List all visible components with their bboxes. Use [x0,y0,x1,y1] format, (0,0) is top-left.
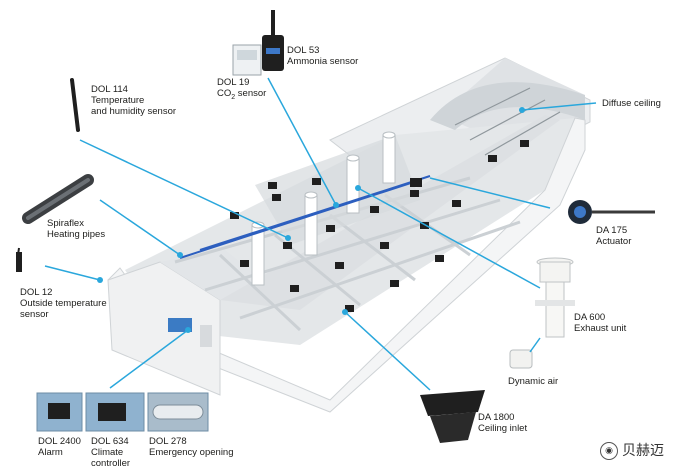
label-dol19-subscript: 2 [231,93,236,101]
label-da1800: DA 1800 Ceiling inlet [478,412,528,434]
wechat-icon: ◉ [600,442,618,461]
label-dol2400: DOL 2400 Alarm [38,436,81,458]
diffuse-ceiling-rods [454,87,561,156]
ceiling-panel [255,135,420,245]
label-dynamic-air: Dynamic air [508,376,559,387]
barn-near-gable [107,261,221,396]
dol12-device [16,247,22,272]
label-da175: DA 175 Actuator [596,225,632,247]
label-dol53: DOL 53 Ammonia sensor [287,45,359,67]
inlet-units [230,140,529,312]
dol114-device [70,78,80,132]
exhaust-chimneys [251,131,396,286]
da1800-device [420,390,485,443]
da175-device [568,200,655,224]
da600-device [535,257,575,338]
gable-door [200,325,212,347]
label-dol19-suffix: sensor [235,88,267,99]
dol53-device [232,10,284,76]
label-dol634: DOL 634 Climate controller [91,436,131,469]
label-dol12: DOL 12 Outside temperature sensor [20,287,107,320]
label-diffuse-ceiling: Diffuse ceiling [602,98,661,109]
label-dol114: DOL 114 Temperature and humidity sensor [91,84,177,117]
dynamic-air-device [509,349,533,369]
label-dol278: DOL 278 Emergency opening [149,436,234,458]
spiraflex-device [22,174,94,224]
label-dol19-co: CO [217,88,232,99]
label-da600: DA 600 Exhaust unit [574,312,627,334]
heating-pipes [179,175,431,259]
leader-dots [97,107,525,333]
watermark: ◉贝赫迈 [600,440,664,461]
label-dol19-name: DOL 19 [217,77,250,88]
leader-lines [44,77,597,391]
control-panels [36,392,209,432]
watermark-text: 贝赫迈 [622,442,664,458]
label-spiraflex: Spiraflex Heating pipes [47,218,106,240]
